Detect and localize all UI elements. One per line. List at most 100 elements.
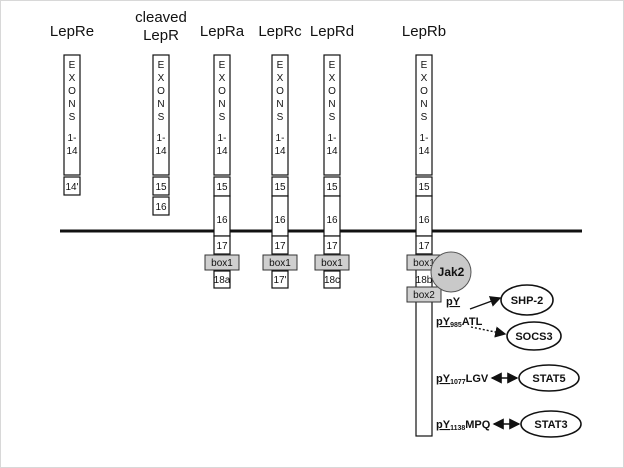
- jak2-label: Jak2: [438, 265, 465, 279]
- exon-16-label: 16: [418, 215, 430, 226]
- exons-letter-o: O: [157, 86, 165, 97]
- exons-range-end: 14: [66, 146, 78, 157]
- exons-range-end: 14: [326, 146, 338, 157]
- header-lepra: LepRa: [200, 23, 245, 40]
- exons-range-end: 14: [274, 146, 286, 157]
- exons-letter-s: S: [158, 112, 165, 123]
- exons-letter-n: N: [328, 99, 335, 110]
- exon-17-prime: [271, 270, 289, 289]
- py985-sub: 985: [450, 322, 462, 329]
- stat3-node: [520, 410, 582, 438]
- exons-letter-e: E: [277, 60, 284, 71]
- exon-15-label: 15: [418, 182, 430, 193]
- py1138-main: pY: [436, 419, 451, 431]
- exon-17-prime-label: 17': [273, 275, 286, 286]
- exons-letter-x: X: [158, 73, 165, 84]
- py1138-motif: pY1138MPQ: [436, 419, 491, 432]
- exons-1-14-block: [152, 54, 170, 176]
- isoform-leprd: E X O N S 1- 14 15 16 17 box1 18c: [314, 54, 350, 289]
- py1077-main: pY: [436, 373, 451, 385]
- exon-15-label: 15: [155, 182, 167, 193]
- box1-label: box1: [413, 258, 435, 269]
- exon-16-label: 16: [274, 215, 286, 226]
- exons-letter-x: X: [277, 73, 284, 84]
- box1-label: box1: [269, 258, 291, 269]
- exon-14-prime-label: 14': [65, 182, 78, 193]
- exons-range-start: 1-: [420, 133, 429, 144]
- exon-18a: [213, 270, 231, 289]
- header-lepre: LepRe: [50, 23, 94, 40]
- exon-17: [213, 235, 231, 255]
- isoform-lepre: E X O N S 1- 14 14': [63, 54, 81, 196]
- header-leprd: LepRd: [310, 23, 354, 40]
- header-cleaved-line1: cleaved: [135, 9, 187, 26]
- exons-letter-x: X: [421, 73, 428, 84]
- exons-letter-x: X: [329, 73, 336, 84]
- isoform-leprb: E X O N S 1- 14 15 16 17 box1 18b box2 J…: [406, 54, 582, 438]
- exon-18c-label: 18c: [324, 275, 340, 286]
- exons-range-end: 14: [155, 146, 167, 157]
- shp2-arrow: [469, 296, 502, 310]
- exons-letter-s: S: [277, 112, 284, 123]
- exon-18c: [323, 270, 341, 289]
- exons-1-14-block: [271, 54, 289, 176]
- exon-15-label: 15: [326, 182, 338, 193]
- exon-17: [323, 235, 341, 255]
- exons-1-14-block: [323, 54, 341, 176]
- py985-main: pY: [436, 316, 451, 328]
- isoform-leprc: E X O N S 1- 14 15 16 17 box1 17': [262, 54, 298, 289]
- box1-motif: [204, 254, 240, 271]
- py1077-motif: pY1077LGV: [436, 373, 489, 386]
- py1138-suffix: MPQ: [465, 419, 491, 431]
- exon-18b-label: 18b: [416, 275, 433, 286]
- exons-1-14-block: [415, 54, 433, 176]
- box1-label: box1: [321, 258, 343, 269]
- py985-suffix: ATL: [462, 316, 483, 328]
- exons-letter-n: N: [218, 99, 225, 110]
- py985-motif: pY985ATL: [436, 316, 483, 329]
- exons-range-start: 1-: [276, 133, 285, 144]
- exon-18a-label: 18a: [214, 275, 231, 286]
- box2-motif: [406, 286, 442, 303]
- isoform-cleaved-lepr: E X O N S 1- 14 15 16: [152, 54, 170, 216]
- exon-16-label: 16: [216, 215, 228, 226]
- header-leprc: LepRc: [258, 23, 302, 40]
- header-cleaved-line2: LepR: [143, 27, 179, 44]
- exons-range-start: 1-: [218, 133, 227, 144]
- exon-16: [152, 196, 170, 216]
- exons-letter-o: O: [218, 86, 226, 97]
- exons-1-14-block: [63, 54, 81, 176]
- exons-range-end: 14: [418, 146, 430, 157]
- exon-15-label: 15: [216, 182, 228, 193]
- py-motif: pY: [446, 296, 461, 308]
- exon-17-label: 17: [326, 241, 338, 252]
- stat5-node: [518, 364, 580, 392]
- stat5-label: STAT5: [532, 373, 565, 385]
- jak2-kinase: [430, 251, 472, 293]
- exons-letter-n: N: [157, 99, 164, 110]
- exons-letter-o: O: [420, 86, 428, 97]
- py1077-suffix: LGV: [466, 373, 489, 385]
- header-leprb: LepRb: [402, 23, 446, 40]
- exons-1-14-block: [213, 54, 231, 176]
- exons-letter-x: X: [69, 73, 76, 84]
- exons-letter-s: S: [329, 112, 336, 123]
- exons-letter-s: S: [421, 112, 428, 123]
- box1-motif: [314, 254, 350, 271]
- stat3-label: STAT3: [534, 419, 567, 431]
- exon-15-label: 15: [274, 182, 286, 193]
- exons-range-start: 1-: [157, 133, 166, 144]
- exon-17-label: 17: [274, 241, 286, 252]
- isoform-lepra: E X O N S 1- 14 15 16 17 box1 18a: [204, 54, 240, 289]
- exons-letter-o: O: [276, 86, 284, 97]
- exons-letter-e: E: [69, 60, 76, 71]
- exons-letter-x: X: [219, 73, 226, 84]
- exons-letter-o: O: [328, 86, 336, 97]
- exons-range-start: 1-: [328, 133, 337, 144]
- exons-letter-n: N: [420, 99, 427, 110]
- box2-label: box2: [413, 290, 435, 301]
- exons-letter-e: E: [158, 60, 165, 71]
